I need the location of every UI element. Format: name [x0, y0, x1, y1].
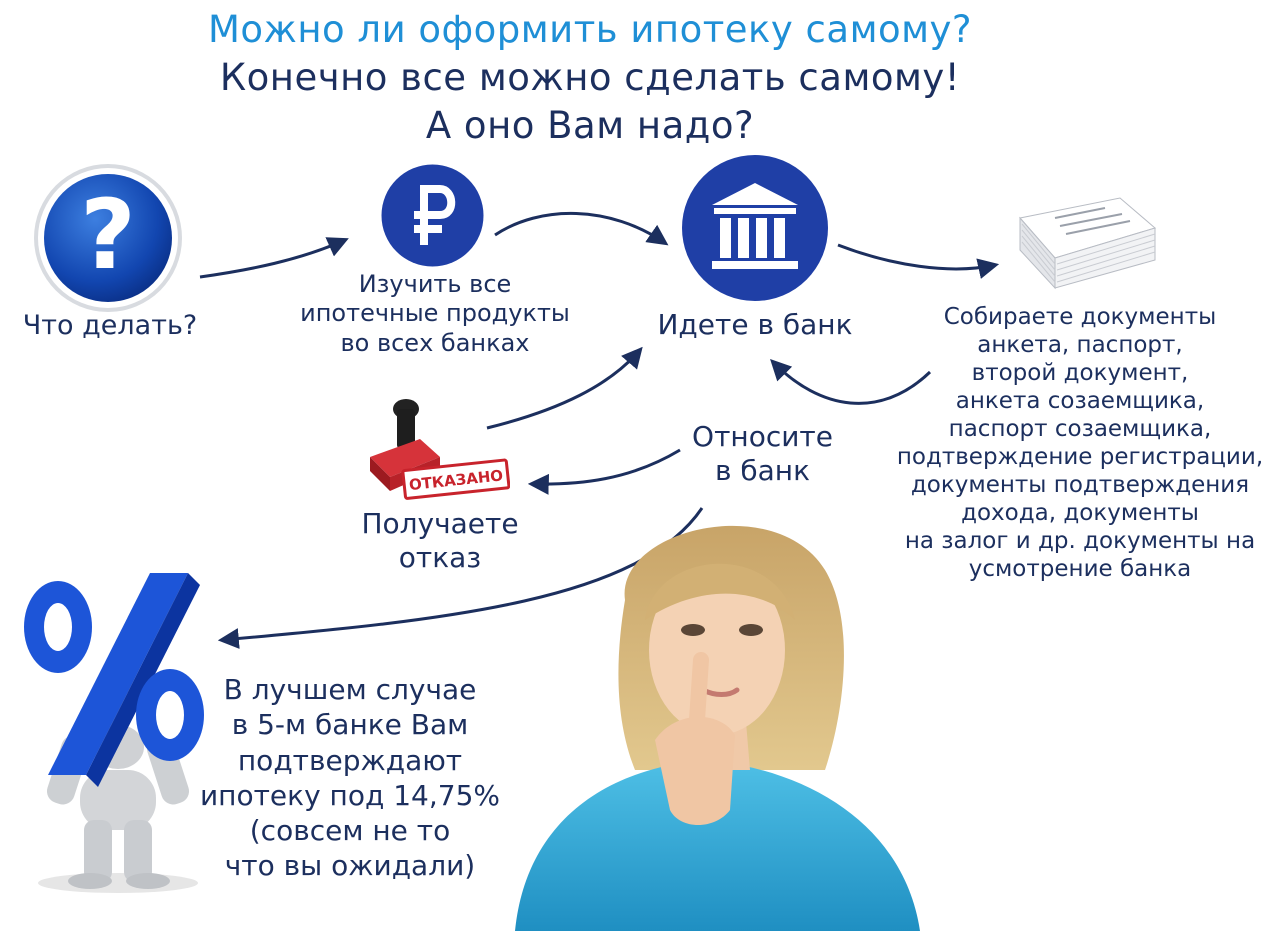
- arrow-bank-to-documents: [837, 243, 1000, 279]
- arrow-documents-to-bank: [770, 359, 932, 405]
- arrow-refusal-to-bank: [486, 346, 643, 430]
- title-line-3: А оно Вам надо?: [425, 104, 755, 147]
- thinking-woman-photo: [515, 525, 920, 931]
- documents-line: дохода, документы: [961, 500, 1199, 527]
- arrow-study-to-bank: [494, 212, 669, 246]
- svg-text:?: ?: [80, 179, 136, 291]
- arrow-question-to-study: [199, 237, 349, 279]
- result-line: подтверждают: [237, 743, 463, 777]
- result-line: (совсем не то: [249, 814, 451, 848]
- documents-line: анкета, паспорт,: [977, 332, 1183, 359]
- refusal-line: отказ: [398, 541, 482, 575]
- question-label: Что делать?: [22, 310, 198, 341]
- documents-line: анкета созаемщика,: [955, 388, 1205, 415]
- documents-line: на залог и др. документы на: [904, 528, 1256, 555]
- arrow-carry-to-refusal: [527, 448, 681, 495]
- bank-icon: [682, 155, 828, 301]
- refusal-label: Получаете отказ: [335, 507, 545, 575]
- title-line-1: Можно ли оформить ипотеку самому?: [207, 8, 973, 51]
- documents-line: документы подтверждения: [910, 472, 1250, 499]
- documents-stack-icon: [1019, 197, 1157, 290]
- study-line: ипотечные продукты: [300, 299, 570, 328]
- result-line: ипотеку под 14,75%: [199, 778, 500, 812]
- carry-line: Относите: [692, 420, 833, 453]
- carry-line: в банк: [714, 454, 811, 488]
- documents-line: подтверждение регистрации,: [896, 444, 1264, 471]
- result-line: В лучшем случае: [223, 673, 477, 706]
- ruble-icon: [381, 164, 484, 267]
- refusal-line: Получаете: [361, 507, 519, 540]
- documents-line: усмотрение банка: [968, 556, 1192, 583]
- result-line: в 5-м банке Вам: [231, 708, 469, 742]
- study-line: Изучить все: [358, 270, 512, 298]
- title-line-2: Конечно все можно сделать самому!: [219, 56, 961, 99]
- result-line: что вы ожидали): [224, 849, 476, 883]
- carry-label: Относите в банк: [670, 420, 855, 488]
- question-icon: ?: [34, 164, 182, 312]
- study-label: Изучить все ипотечные продукты во всех б…: [290, 270, 580, 358]
- documents-label: Собираете документы анкета, паспорт, вто…: [880, 303, 1280, 583]
- percent-figure-icon: [24, 573, 204, 893]
- documents-line: паспорт созаемщика,: [948, 416, 1212, 443]
- documents-line: Собираете документы: [943, 304, 1217, 330]
- documents-line: второй документ,: [971, 360, 1189, 387]
- stamp-icon: ОТКАЗАНО: [370, 399, 510, 500]
- result-label: В лучшем случае в 5-м банке Вам подтверж…: [185, 672, 515, 884]
- study-line: во всех банках: [340, 328, 530, 357]
- bank-label: Идете в банк: [657, 308, 853, 341]
